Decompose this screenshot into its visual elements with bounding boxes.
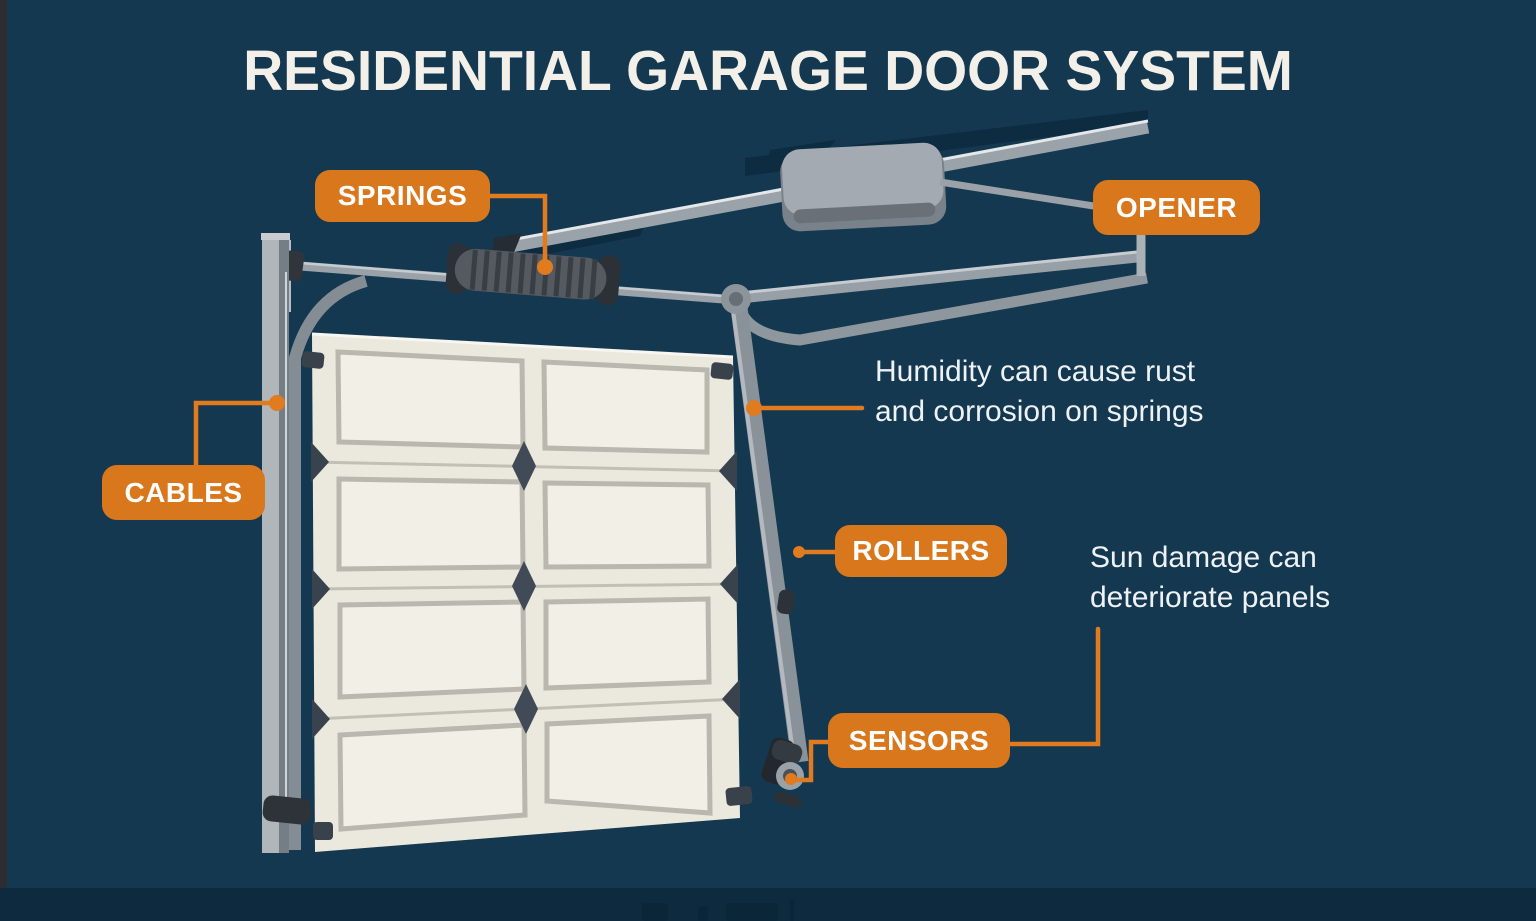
watermark-fragment xyxy=(790,899,794,921)
right-track xyxy=(730,306,809,764)
horizontal-tracks xyxy=(734,233,1148,346)
garage-door xyxy=(301,332,753,852)
annotation-sun: Sun damage can deteriorate panels xyxy=(1090,538,1330,618)
door-hinges xyxy=(311,441,740,739)
door-panels xyxy=(335,349,713,832)
cables-connector xyxy=(193,400,279,469)
label-opener: OPENER xyxy=(1093,180,1260,235)
safety-sensor xyxy=(761,737,804,808)
bottom-band xyxy=(0,888,1536,921)
label-cables: CABLES xyxy=(102,465,265,520)
annotation-humidity-line2: and corrosion on springs xyxy=(875,395,1204,428)
annotation-sun-line2: deteriorate panels xyxy=(1090,581,1331,614)
opener-box xyxy=(780,142,947,232)
left-track xyxy=(261,233,368,853)
label-sensors-text: SENSORS xyxy=(848,724,990,756)
label-rollers-text: ROLLERS xyxy=(852,535,990,566)
label-cables-text: CABLES xyxy=(124,476,243,508)
connector-dots xyxy=(269,259,805,785)
opener-arm-rod xyxy=(939,178,1101,211)
springs-connector xyxy=(485,193,548,269)
roller-on-track xyxy=(777,589,795,615)
label-rollers: ROLLERS xyxy=(835,525,1007,577)
label-springs: SPRINGS xyxy=(315,170,490,222)
label-sensors: SENSORS xyxy=(828,713,1010,768)
watermark-fragment xyxy=(698,906,708,921)
watermark-fragment xyxy=(642,903,668,921)
label-springs-text: SPRINGS xyxy=(337,180,468,211)
label-opener-text: OPENER xyxy=(1115,191,1238,223)
callout-connectors xyxy=(193,193,1101,783)
page-title: RESIDENTIAL GARAGE DOOR SYSTEM xyxy=(243,39,1293,103)
annotation-sun-line1: Sun damage can xyxy=(1090,541,1317,574)
annotation-humidity-line1: Humidity can cause rust xyxy=(875,355,1196,388)
door-corner-clips xyxy=(301,351,753,840)
left-edge-strip xyxy=(0,0,7,921)
watermark-fragment xyxy=(726,903,778,921)
spring-coil xyxy=(445,243,621,306)
sensors-connector-left xyxy=(791,739,833,783)
annotation-humidity: Humidity can cause rust and corrosion on… xyxy=(875,352,1204,432)
sensors-connector-right xyxy=(1005,626,1101,747)
